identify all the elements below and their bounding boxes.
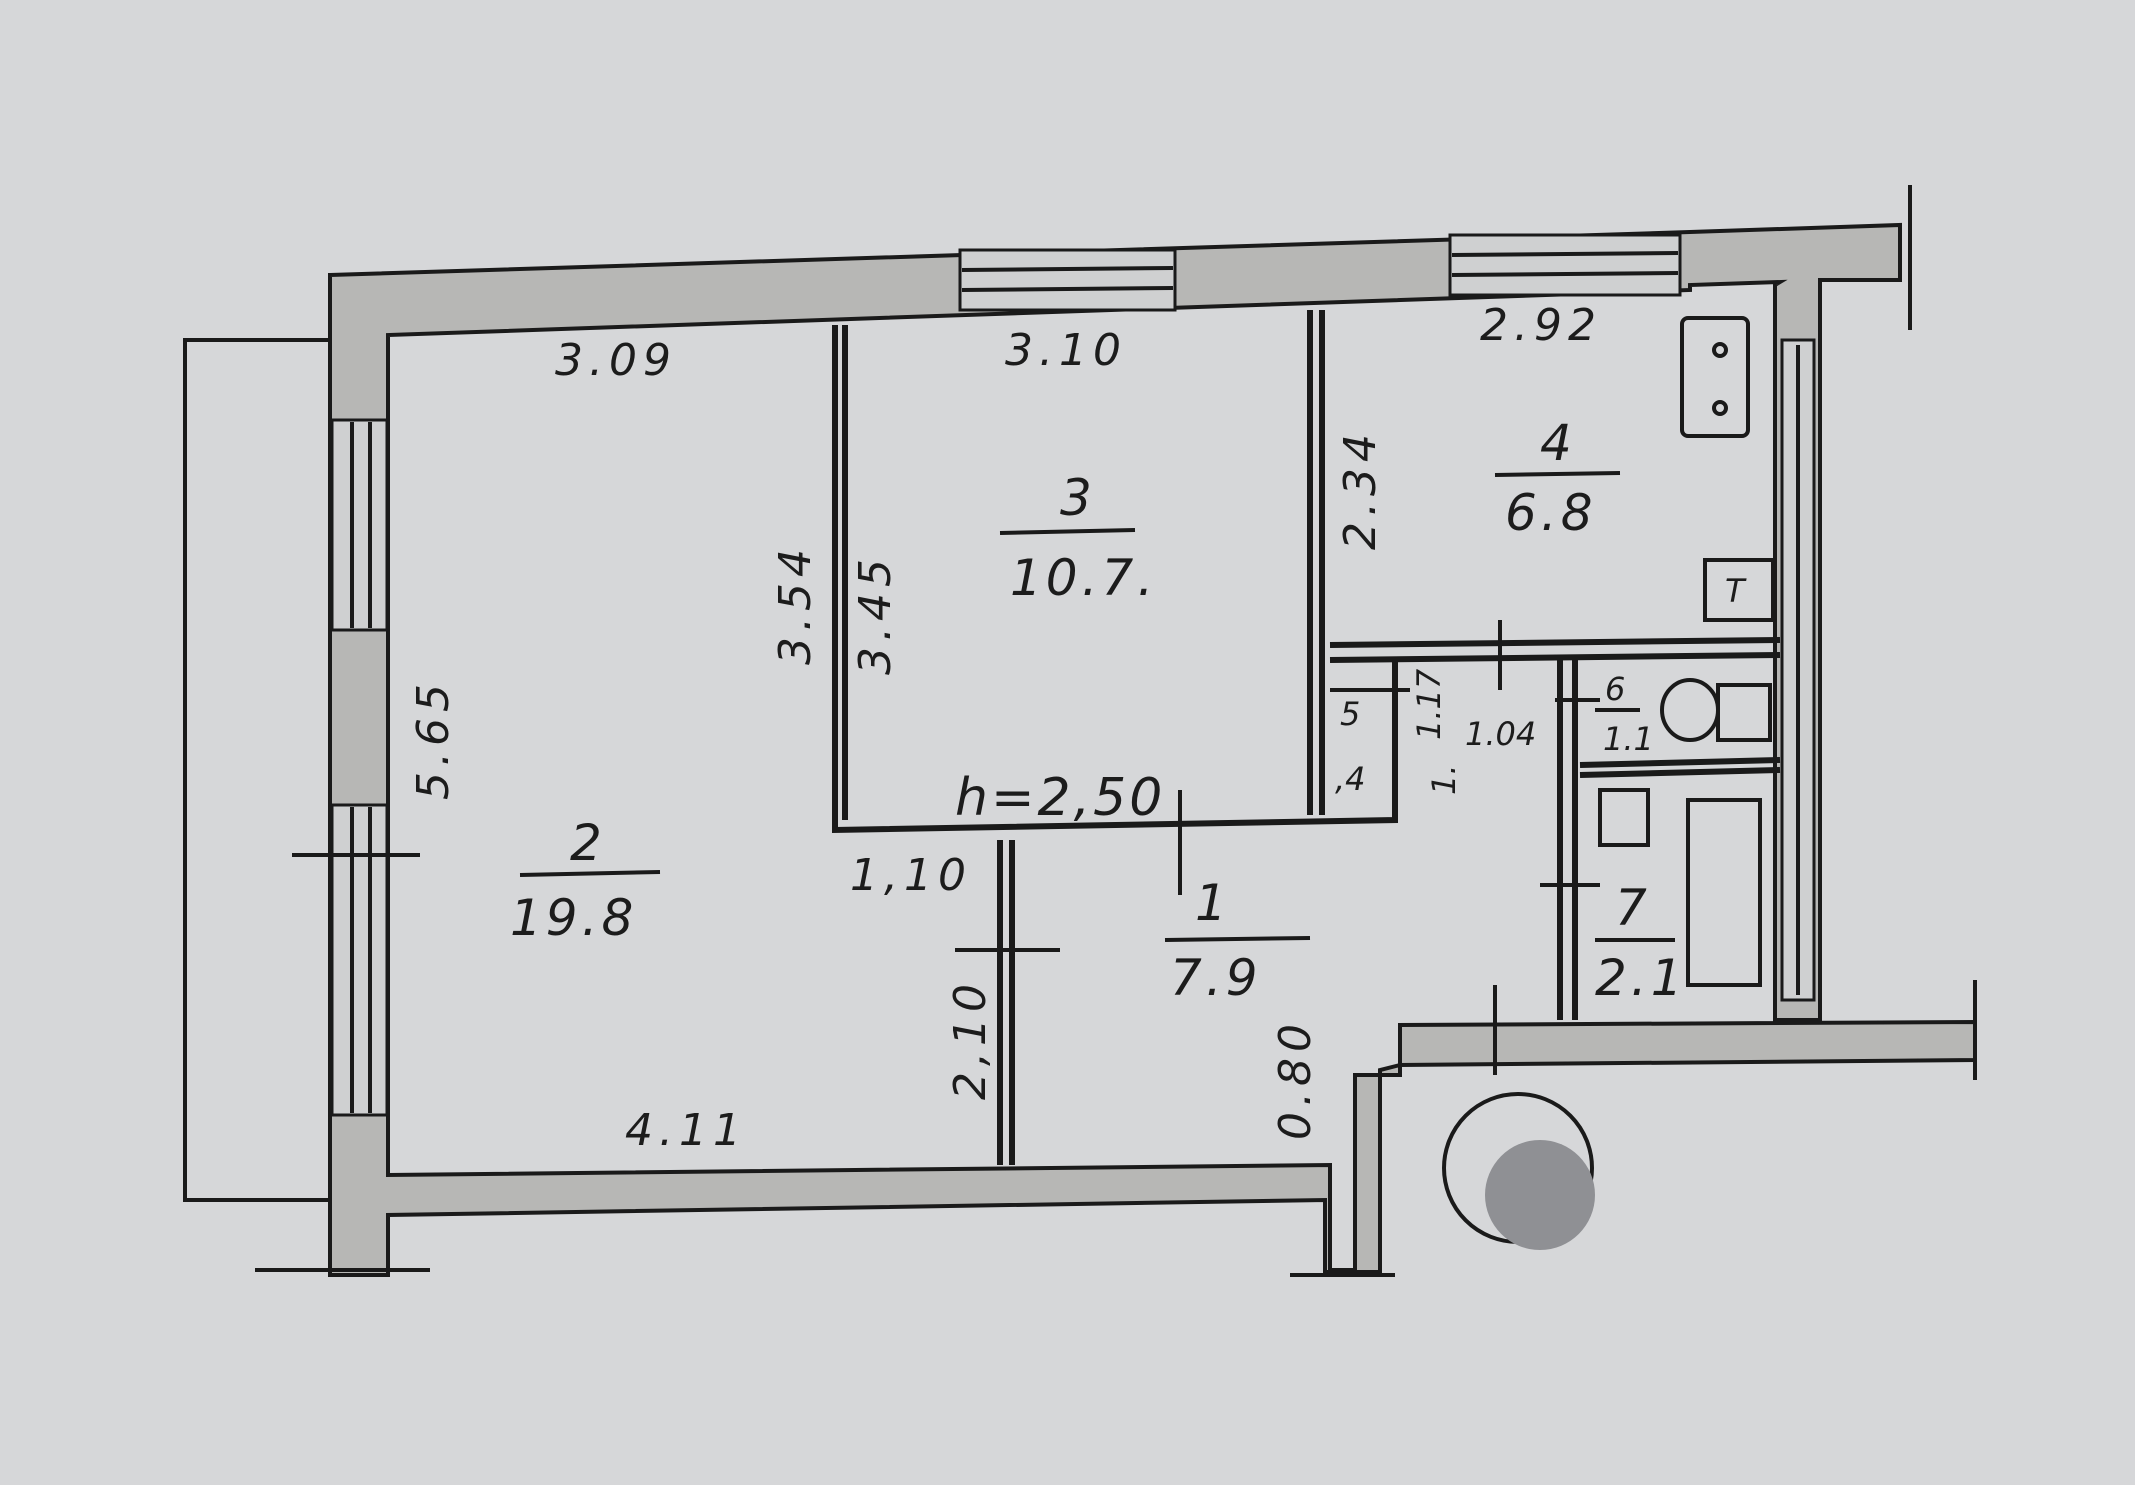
room-4-area: 6.8 — [1505, 484, 1597, 542]
room-6-number: 6 — [1605, 670, 1625, 708]
room-2-divider — [519, 870, 661, 877]
dim-room4-left: 2.34 — [1335, 428, 1386, 550]
room-4-number: 4 — [1540, 414, 1572, 472]
dim-room2-top: 3.09 — [555, 335, 677, 386]
ceiling-height: h=2,50 — [955, 768, 1165, 828]
sink-drain — [1712, 400, 1728, 416]
balcony-outline — [183, 338, 330, 1202]
window-top-1-pane — [961, 286, 1174, 292]
stove-fixture — [1703, 558, 1775, 622]
sink-drain — [1712, 342, 1728, 358]
room-7-area: 2.1 — [1595, 949, 1687, 1007]
dim-closet-width: 1.04 — [1465, 715, 1536, 753]
stair-shadow — [1485, 1140, 1595, 1250]
room-2-number: 2 — [570, 814, 602, 872]
window-left-1 — [330, 418, 389, 632]
room-4-divider — [1494, 471, 1621, 477]
partition-wc — [1579, 757, 1781, 768]
bathtub-fixture — [1686, 798, 1762, 987]
dim-room2-height: 5.65 — [408, 678, 459, 800]
window-top-1-pane — [961, 266, 1174, 272]
dim-room4-top: 2.92 — [1480, 300, 1602, 351]
dim-room2-bottom: 4.11 — [625, 1105, 747, 1156]
dim-closet-side: 1. — [1425, 764, 1463, 795]
room-3-area: 10.7. — [1010, 549, 1157, 607]
stove-mark: T — [1725, 572, 1747, 610]
partition-room4-bottom — [1329, 637, 1781, 648]
room-3-number: 3 — [1060, 469, 1092, 527]
dim-entry-width: 0.80 — [1270, 1018, 1321, 1140]
dim-closet-depth: 1.17 — [1410, 668, 1448, 740]
room-7-number: 7 — [1615, 879, 1647, 937]
room-5-area: ,4 — [1335, 760, 1366, 798]
room-1-area: 7.9 — [1170, 949, 1262, 1007]
room-6-area: 1.1 — [1603, 720, 1654, 758]
window-top-2 — [1448, 233, 1682, 297]
exterior-wall — [328, 222, 1977, 1277]
room-5-number: 5 — [1340, 695, 1360, 733]
window-top-2-pane — [1451, 251, 1679, 257]
window-top-2-pane — [1451, 271, 1679, 277]
room-1-divider — [1164, 936, 1311, 942]
room-2-area: 19.8 — [510, 889, 637, 947]
partition-room4-bottom-inner — [1329, 652, 1781, 663]
dim-room3-left: 3.45 — [850, 553, 901, 675]
sink-fixture — [1680, 316, 1750, 438]
dim-room3-top: 3.10 — [1005, 325, 1127, 376]
partition-wc-inner — [1579, 767, 1781, 778]
washbasin-fixture — [1598, 788, 1650, 847]
window-left-2 — [330, 803, 389, 1117]
room-3-divider — [999, 528, 1136, 535]
dim-hall-wall: 2,10 — [945, 978, 996, 1100]
dim-room2-right: 3.54 — [770, 543, 821, 665]
dim-hall-opening: 1,10 — [850, 850, 972, 901]
window-top-1 — [958, 248, 1177, 312]
room-1-number: 1 — [1195, 874, 1227, 932]
toilet-tank — [1716, 683, 1772, 742]
